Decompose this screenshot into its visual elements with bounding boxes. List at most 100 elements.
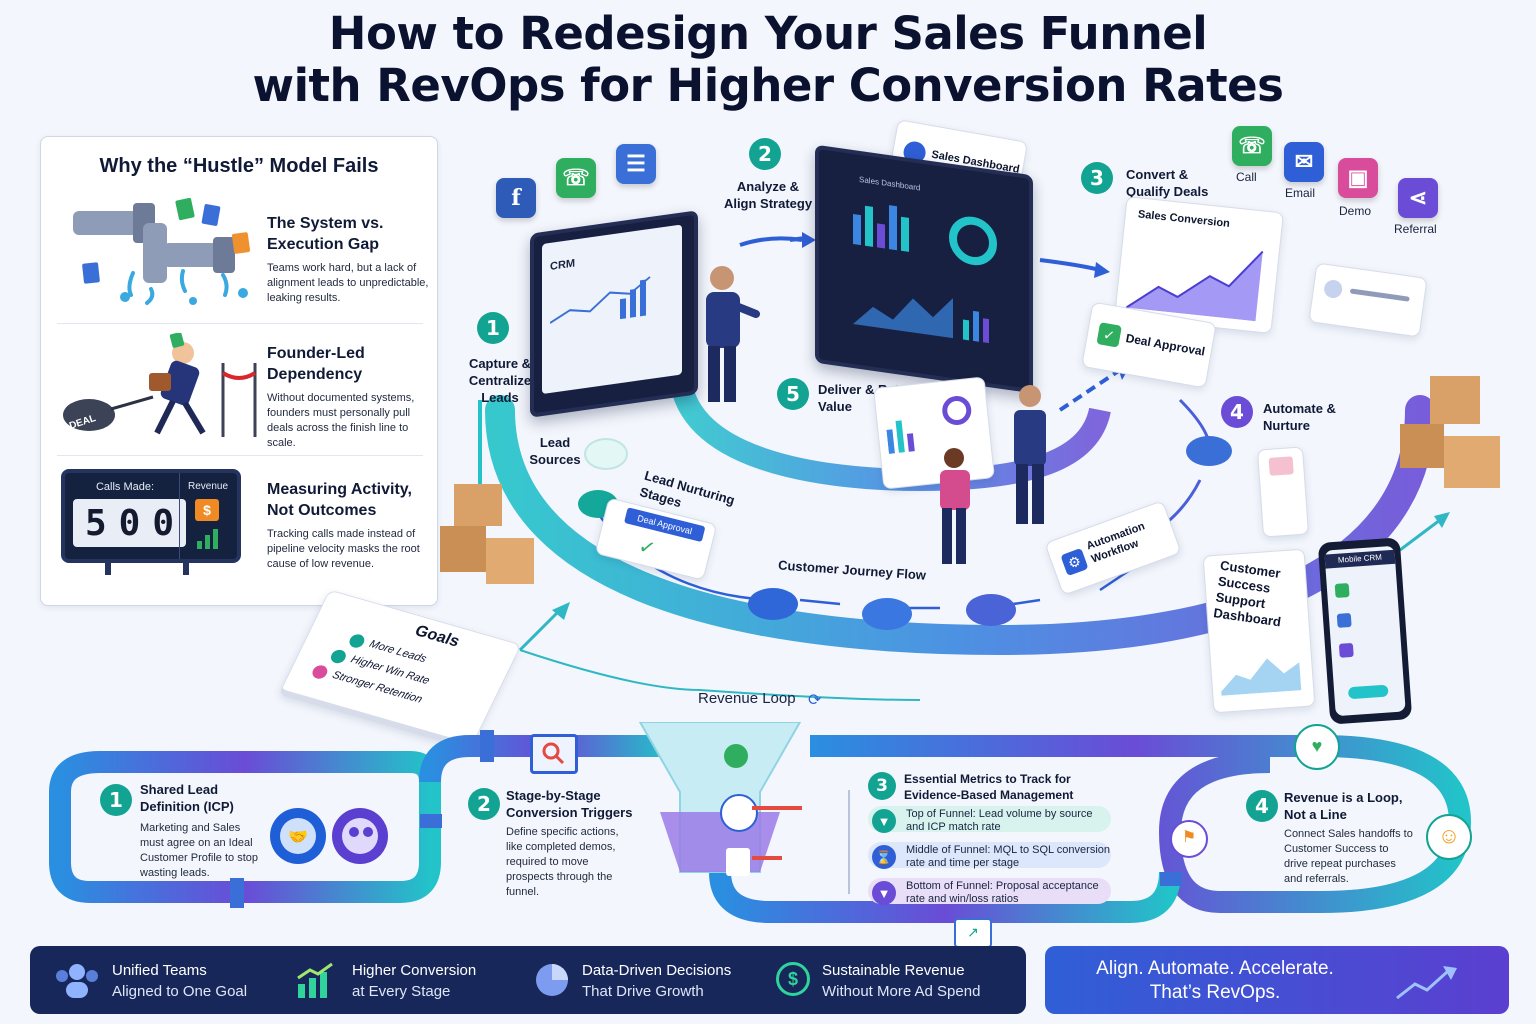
funnel-icon: ▼	[872, 881, 896, 905]
team-figures	[940, 385, 1046, 564]
funnel-icon: ▼	[872, 809, 896, 833]
section-measuring-activity: Measuring Activity, Not Outcomes Trackin…	[267, 479, 432, 572]
benefit-line1: Sustainable Revenue	[822, 962, 965, 979]
channel-call-label: Call	[1236, 170, 1257, 184]
calls-value: 500	[73, 499, 187, 547]
whatsapp-icon: ☏	[556, 158, 596, 198]
boxes-left-icon	[440, 484, 534, 584]
mobile-button	[1347, 684, 1389, 700]
text-line	[1349, 288, 1410, 302]
benefit-line2: Aligned to One Goal	[112, 983, 248, 1000]
divider	[57, 455, 423, 456]
gauge-needle	[752, 856, 782, 860]
section-desc: Tracking calls made instead of pipeline …	[267, 528, 420, 570]
section-title: Measuring Activity, Not Outcomes	[267, 481, 412, 519]
gears-handshake-icon: 🤝	[270, 808, 388, 864]
share-icon: ⋖	[1398, 178, 1438, 218]
channel-referral-label: Referral	[1394, 222, 1437, 236]
leaking-pipe-icon	[73, 197, 251, 305]
list-icon	[1334, 583, 1350, 598]
revenue-loop-label: Revenue Loop	[698, 690, 796, 707]
calls-label: Calls Made:	[95, 481, 155, 493]
check-icon: ✓	[636, 535, 658, 561]
heart-hand-icon: ♥	[1294, 724, 1340, 770]
benefit-higher-conversion: Higher Conversion at Every Stage	[352, 960, 476, 1002]
clock-icon	[720, 794, 758, 832]
section-desc: Without documented systems, founders mus…	[267, 392, 415, 449]
stage-2-badge: 2	[749, 138, 781, 170]
stage-4-badge: 4	[1221, 396, 1253, 428]
benefit-line1: Data-Driven Decisions	[582, 962, 732, 979]
gauge-needle	[752, 806, 802, 810]
section-desc: Teams work hard, but a lack of alignment…	[267, 262, 429, 304]
crm-chart	[550, 276, 651, 324]
automation-node	[1186, 436, 1232, 466]
step-2-title: Stage-by-Stage Conversion Triggers	[506, 788, 633, 820]
goal-check-icon	[347, 632, 367, 650]
calls-value-display: 500	[73, 499, 187, 547]
metric-middle-funnel: ⌛Middle of Funnel: MQL to SQL conversion…	[868, 842, 1111, 869]
channel-email-label: Email	[1285, 186, 1316, 200]
metric-bottom-funnel: ▼Bottom of Funnel: Proposal acceptance r…	[868, 878, 1111, 905]
cta-line-1: Align. Automate. Accelerate.	[1096, 958, 1334, 979]
founder-pulling-icon	[63, 333, 257, 437]
hourglass-icon: ⌛	[872, 845, 896, 869]
scoreboard-leg	[105, 559, 111, 575]
deal-approval-label: Deal Approval	[1124, 330, 1207, 359]
form-icon: ☰	[616, 144, 656, 184]
tag-icon: ⚑	[1170, 820, 1208, 858]
channel-demo-label: Demo	[1339, 204, 1372, 218]
facebook-icon: f	[496, 178, 536, 218]
benefit-line1: Higher Conversion	[352, 962, 477, 979]
title-line-1: How to Redesign Your Sales Funnel	[328, 7, 1208, 60]
growth-chart-icon	[297, 962, 333, 998]
panel-title: Why the “Hustle” Model Fails	[99, 155, 379, 177]
goal-check-icon	[328, 648, 349, 665]
dollar-cycle-icon: $	[776, 962, 810, 996]
hustle-model-panel: Why the “Hustle” Model Fails The System …	[40, 136, 438, 606]
metric-text: Top of Funnel: Lead volume by source and…	[906, 808, 1093, 833]
stage-3-label: Convert & Qualify Deals	[1126, 167, 1209, 199]
section-title: The System vs. Execution Gap	[267, 215, 384, 253]
crm-title: CRM	[550, 257, 576, 273]
title-line-2: with RevOps for Higher Conversion Rates	[252, 59, 1284, 112]
magnifier-icon	[542, 742, 565, 765]
bar-chart-icon	[197, 529, 218, 549]
list-icon	[1336, 612, 1352, 628]
sales-dashboard-screen: Sales Dashboard	[815, 144, 1033, 394]
scoreboard-divider	[179, 473, 180, 559]
sales-conversion-label: Sales Conversion	[1137, 208, 1231, 230]
check-icon: ✓	[1096, 322, 1122, 348]
sales-conversion-card: Sales Conversion	[1114, 196, 1284, 334]
mobile-crm-label: Mobile CRM	[1324, 549, 1396, 569]
retain-screen	[872, 376, 996, 490]
document-icon	[726, 848, 750, 876]
cs-dashboard-card: Customer Success Support Dashboard	[1202, 548, 1316, 714]
gear-icon: ⚙	[1060, 547, 1089, 577]
mobile-screen: Mobile CRM	[1324, 545, 1406, 717]
demo-icon: ▣	[1338, 158, 1378, 198]
search-gauge-icon	[530, 734, 578, 774]
journey-node	[862, 598, 912, 630]
stage-5-badge: 5	[777, 378, 809, 410]
benefit-line2: at Every Stage	[352, 983, 451, 1000]
crm-screen: CRM	[530, 210, 698, 418]
goals-title: Goals	[412, 622, 463, 651]
pie-chart-icon	[536, 964, 568, 996]
smiley-icon: ☺	[1426, 814, 1472, 860]
stage-2-label: Analyze & Align Strategy	[723, 179, 813, 211]
presenter-figure	[706, 266, 760, 402]
metrics-bracket	[848, 790, 850, 894]
team-icon	[56, 964, 98, 998]
trend-icon: ↗	[954, 918, 992, 948]
boxes-icon	[1400, 376, 1500, 488]
section-founder-dependency: Founder-Led Dependency Without documente…	[267, 343, 432, 451]
step-1-desc: Marketing and Sales must agree on an Ide…	[140, 822, 258, 879]
divider	[57, 323, 423, 324]
dashboard-charts	[853, 205, 997, 344]
